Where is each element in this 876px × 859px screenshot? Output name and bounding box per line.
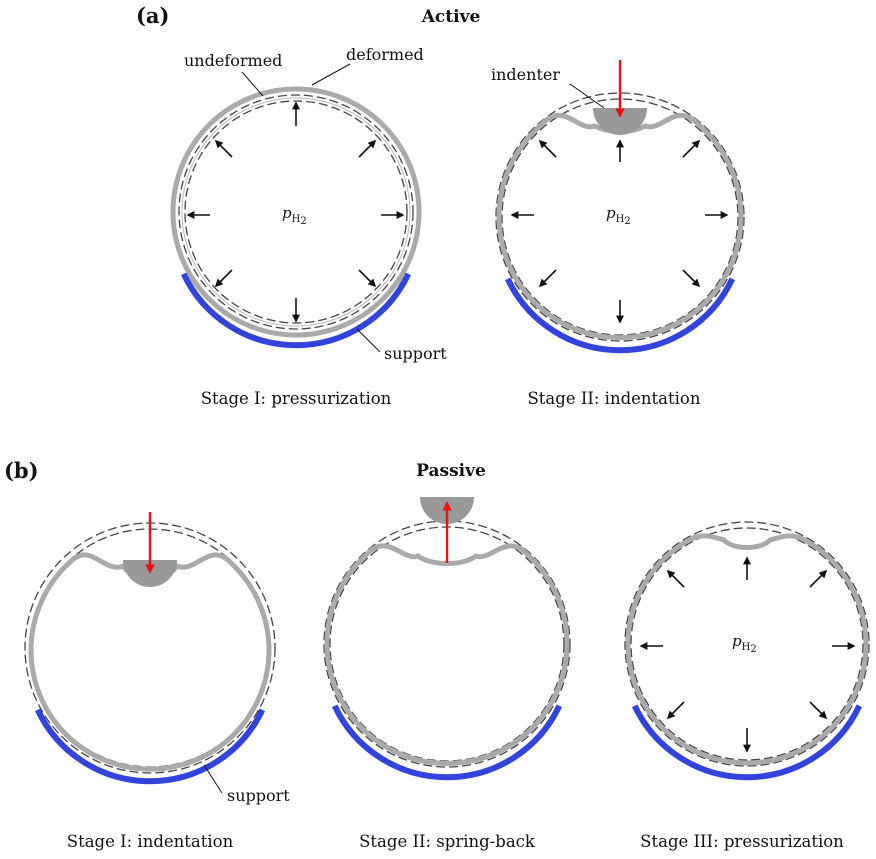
pressure-label: pH2 [606,204,631,227]
pressure-arrow [809,569,828,588]
stage-caption: Stage III: pressurization [640,832,844,851]
indenter-leader [569,83,605,109]
deformed-shell [625,533,869,766]
pressure-arrows [639,556,856,753]
undeformed-outline-inner [184,100,408,324]
pressure-arrow [214,269,233,288]
stage-caption: Stage II: spring-back [359,832,536,851]
support-arc [331,704,563,781]
stage-caption: Stage I: indentation [67,832,234,851]
pressure-arrows [510,139,729,324]
pressure-arrow [538,269,557,288]
support-arc [504,277,736,354]
indenter [593,108,647,135]
panel-b-label: (b) [4,458,39,483]
support-arc [180,272,412,349]
deformed-leader [311,63,351,86]
pressure-label: pH2 [732,632,757,655]
panel-a-title: Active [421,7,481,27]
pressure-label: pH2 [282,204,307,227]
undeformed-outline-outer [178,94,414,330]
panel-a-stage-1: pH2 undeformed deformed support Stage I:… [170,45,447,408]
support-leader [203,764,223,794]
deformed-shell [324,543,570,766]
support-label: support [384,344,447,363]
deformed-shell [28,552,272,772]
support-label: support [227,786,290,805]
undeformed-outline-outer [495,92,745,342]
undeformed-outline-outer [624,521,870,767]
pressure-arrow [538,139,557,158]
indenter-label: indenter [491,65,560,84]
pressure-arrow [682,139,701,158]
panel-a-label: (a) [136,3,169,28]
stage-caption: Stage II: indentation [528,389,701,408]
panel-b-stage-2: Stage II: spring-back [323,497,571,851]
pressure-arrow [214,139,233,158]
pressure-arrow [358,269,377,288]
stage-caption: Stage I: pressurization [201,389,392,408]
panel-b-stage-1: support Stage I: indentation [24,512,290,851]
support-arc [34,708,266,785]
inner-wall [181,97,411,327]
undeformed-leader [241,71,264,97]
undeformed-label: undeformed [184,51,282,70]
pressure-arrow [666,569,685,588]
pressure-arrow [809,701,828,720]
undeformed-outline-inner [630,527,864,761]
pressure-arrows [186,101,405,323]
pressure-arrow [358,139,377,158]
support-leader [356,328,381,353]
panel-a-stage-2: pH2 indenter Stage II: indentation [491,60,745,408]
deformed-shell [170,86,422,338]
undeformed-outline-inner [501,98,739,336]
panel-b-stage-3: pH2 Stage III: pressurization [624,521,870,851]
panel-b-title: Passive [416,461,486,481]
pressure-arrow [666,701,685,720]
support-arc [631,704,863,781]
pressure-arrow [682,269,701,288]
deformed-label: deformed [346,45,424,64]
